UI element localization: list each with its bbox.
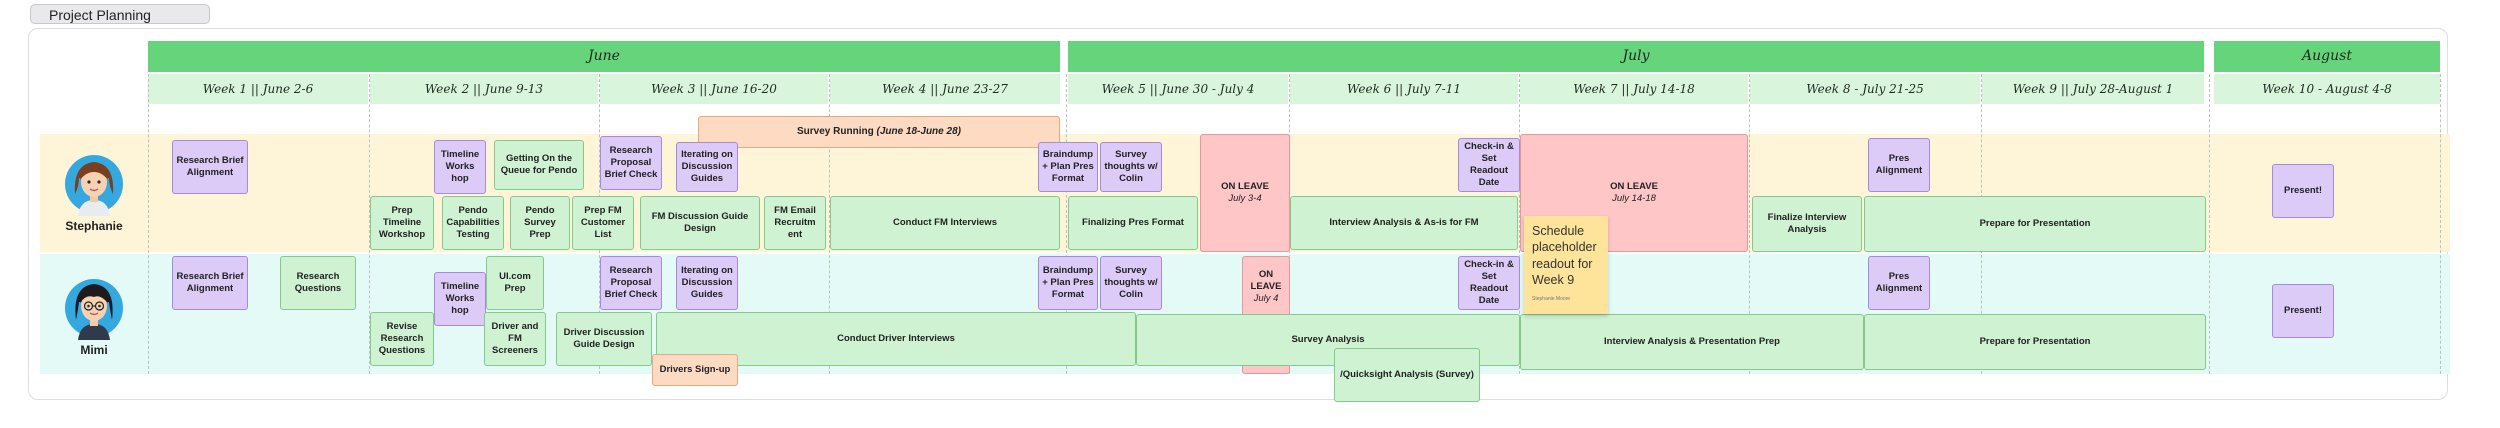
sticky-note-text: Schedule placeholder readout for Week 9	[1532, 224, 1597, 287]
card-label: ON LEAVE	[1221, 180, 1269, 192]
stephanie-name: Stephanie	[65, 219, 123, 233]
card-label: ON LEAVE	[1250, 269, 1282, 293]
mimi-avatar[interactable]	[64, 274, 124, 342]
steph-pendo-survey-prep-card[interactable]: Pendo Survey Prep	[510, 196, 570, 250]
mimi-checkin-readout-card[interactable]: Check-in & Set Readout Date	[1458, 256, 1520, 310]
week-header-10: Week 10 - August 4-8	[2214, 74, 2440, 104]
mimi-interview-analysis-prep-card[interactable]: Interview Analysis & Presentation Prep	[1520, 314, 1864, 370]
steph-iterating-guides-card[interactable]: Iterating on Discussion Guides	[676, 142, 738, 192]
steph-checkin-readout-card[interactable]: Check-in & Set Readout Date	[1458, 138, 1520, 192]
column-divider	[369, 74, 370, 374]
mimi-prepare-presentation-card[interactable]: Prepare for Presentation	[1864, 314, 2206, 370]
month-header-july: July	[1068, 41, 2204, 72]
mimi-braindump-card[interactable]: Braindump + Plan Pres Format	[1038, 256, 1098, 310]
steph-survey-thoughts-card[interactable]: Survey thoughts w/ Colin	[1100, 142, 1162, 192]
mimi-revise-research-questions-card[interactable]: Revise Research Questions	[370, 312, 434, 366]
month-header-august: August	[2214, 41, 2440, 72]
steph-research-proposal-card[interactable]: Research Proposal Brief Check	[600, 136, 662, 190]
column-divider	[2440, 74, 2441, 374]
column-divider	[1519, 74, 1520, 374]
steph-pendo-capabilities-card[interactable]: Pendo Capabilities Testing	[442, 196, 504, 250]
mimi-pres-alignment-card[interactable]: Pres Alignment	[1868, 256, 1930, 310]
mimi-conduct-driver-interviews-card[interactable]: Conduct Driver Interviews	[656, 312, 1136, 366]
card-label: Survey Running	[797, 125, 874, 137]
card-sub: (June 18-June 28)	[876, 125, 961, 137]
mimi-drivers-signup-card[interactable]: Drivers Sign-up	[652, 354, 738, 386]
column-divider	[1749, 74, 1750, 374]
steph-prep-timeline-workshop-card[interactable]: Prep Timeline Workshop	[370, 196, 434, 250]
week-header-4: Week 4 || June 23-27	[830, 74, 1060, 104]
mimi-present-card[interactable]: Present!	[2272, 284, 2334, 338]
steph-on-leave-card[interactable]: ON LEAVE July 3-4	[1200, 134, 1290, 252]
week-header-6: Week 6 || July 7-11	[1290, 74, 1518, 104]
steph-finalizing-pres-format-card[interactable]: Finalizing Pres Format	[1068, 196, 1198, 250]
mimi-quicksight-analysis-card[interactable]: /Quicksight Analysis (Survey)	[1334, 348, 1480, 402]
steph-research-brief-card[interactable]: Research Brief Alignment	[172, 140, 248, 194]
steph-prep-fm-list-card[interactable]: Prep FM Customer List	[572, 196, 634, 250]
column-divider	[148, 74, 149, 374]
sticky-note[interactable]: Schedule placeholder readout for Week 9 …	[1524, 216, 1608, 314]
steph-fm-guide-design-card[interactable]: FM Discussion Guide Design	[640, 196, 760, 250]
sticky-note-author: Stephanie Moore	[1532, 296, 1571, 302]
mimi-name: Mimi	[80, 343, 108, 357]
column-divider	[2209, 74, 2210, 374]
card-sub: July 3-4	[1228, 193, 1262, 204]
steph-pres-alignment-card[interactable]: Pres Alignment	[1868, 138, 1930, 192]
steph-timeline-workshop-card[interactable]: Timeline Works hop	[434, 140, 486, 194]
mimi-driver-fm-screeners-card[interactable]: Driver and FM Screeners	[484, 312, 546, 366]
week-header-5: Week 5 || June 30 - July 4	[1068, 74, 1288, 104]
month-header-june: June	[148, 41, 1060, 72]
column-divider	[1066, 74, 1067, 374]
steph-braindump-card[interactable]: Braindump + Plan Pres Format	[1038, 142, 1098, 192]
mimi-research-brief-card[interactable]: Research Brief Alignment	[172, 256, 248, 310]
mimi-uicom-prep-card[interactable]: UI.com Prep	[486, 256, 544, 310]
mimi-research-proposal-card[interactable]: Research Proposal Brief Check	[600, 256, 662, 310]
steph-present-card[interactable]: Present!	[2272, 164, 2334, 218]
mimi-iterating-guides-card[interactable]: Iterating on Discussion Guides	[676, 256, 738, 310]
week-header-2: Week 2 || June 9-13	[370, 74, 598, 104]
steph-getting-on-queue-card[interactable]: Getting On the Queue for Pendo	[494, 140, 584, 190]
mimi-research-questions-card[interactable]: Research Questions	[280, 256, 356, 310]
steph-fm-email-recruitment-card[interactable]: FM Email Recruitm ent	[764, 196, 826, 250]
week-header-9: Week 9 || July 28-August 1	[1982, 74, 2204, 104]
column-divider	[829, 74, 830, 374]
card-label: ON LEAVE	[1610, 180, 1658, 192]
survey-running-bar[interactable]: Survey Running (June 18-June 28)	[698, 116, 1060, 148]
week-header-8: Week 8 - July 21-25	[1750, 74, 1980, 104]
stephanie-avatar[interactable]	[64, 150, 124, 218]
card-sub: July 14-18	[1612, 193, 1656, 204]
steph-conduct-fm-interviews-card[interactable]: Conduct FM Interviews	[830, 196, 1060, 250]
mimi-driver-guide-design-card[interactable]: Driver Discussion Guide Design	[556, 312, 652, 366]
board-title[interactable]: Project Planning Calendar	[30, 4, 210, 43]
mimi-survey-thoughts-card[interactable]: Survey thoughts w/ Colin	[1100, 256, 1162, 310]
steph-interview-analysis-fm-card[interactable]: Interview Analysis & As-is for FM	[1290, 196, 1518, 250]
card-sub: July 4	[1253, 293, 1279, 305]
week-header-3: Week 3 || June 16-20	[600, 74, 828, 104]
steph-prepare-presentation-card[interactable]: Prepare for Presentation	[1864, 196, 2206, 252]
steph-finalize-interview-analysis-card[interactable]: Finalize Interview Analysis	[1752, 196, 1862, 252]
mimi-timeline-workshop-card[interactable]: Timeline Works hop	[434, 272, 486, 326]
week-header-1: Week 1 || June 2-6	[148, 74, 368, 104]
week-header-7: Week 7 || July 14-18	[1520, 74, 1748, 104]
